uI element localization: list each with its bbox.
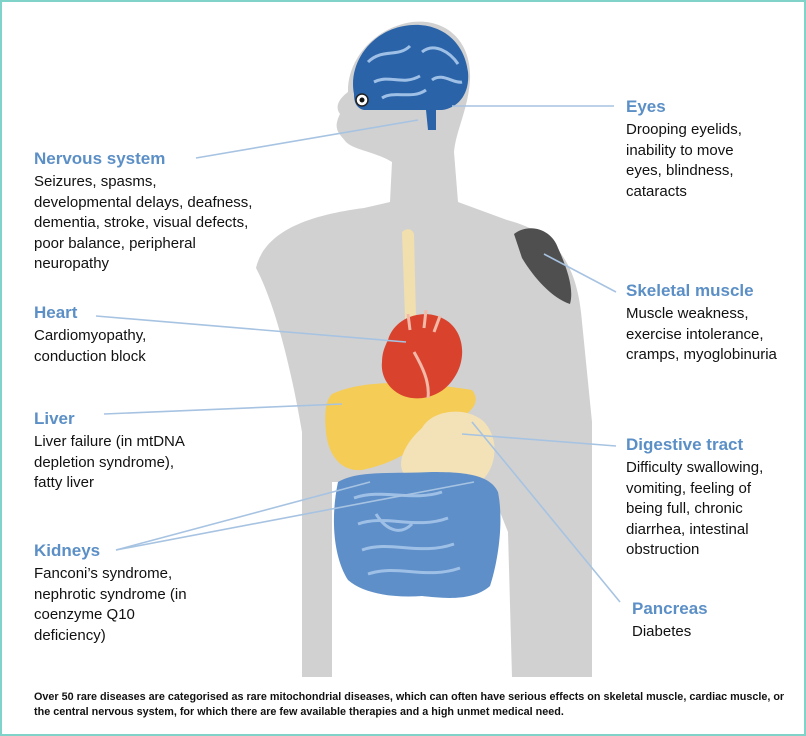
desc-pancreas: Diabetes [632,623,692,640]
desc-heart: Cardiomyopathy, conduction block [34,327,147,365]
title-pancreas: Pancreas [632,599,708,618]
label-pancreas: Pancreas Diabetes [632,598,708,643]
desc-nervous-system: Seizures, spasms, developmental delays, … [34,173,253,272]
title-eyes: Eyes [626,97,666,116]
desc-skeletal-muscle: Muscle weakness, exercise intolerance, c… [626,305,777,363]
label-liver: Liver Liver failure (in mtDNA depletion … [34,408,185,494]
title-skeletal-muscle: Skeletal muscle [626,281,754,300]
intestines [333,472,501,598]
title-nervous-system: Nervous system [34,149,166,168]
label-heart: Heart Cardiomyopathy, conduction block [34,302,146,367]
figure-caption: Over 50 rare diseases are categorised as… [34,691,785,718]
title-liver: Liver [34,409,75,428]
title-kidneys: Kidneys [34,541,101,560]
label-nervous-system: Nervous system Seizures, spasms, develop… [34,148,252,275]
desc-eyes: Drooping eyelids, inability to move eyes… [626,121,742,200]
label-digestive-tract: Digestive tract Difficulty swallowing, v… [626,434,763,561]
heart [381,309,463,399]
label-kidneys: Kidneys Fanconi’s syndrome, nephrotic sy… [34,540,187,646]
desc-liver: Liver failure (in mtDNA depletion syndro… [34,433,185,491]
desc-digestive-tract: Difficulty swallowing, vomiting, feeling… [626,459,764,558]
desc-kidneys: Fanconi’s syndrome, nephrotic syndrome (… [34,565,187,644]
brain [353,24,469,130]
title-heart: Heart [34,303,78,322]
label-skeletal-muscle: Skeletal muscle Muscle weakness, exercis… [626,280,777,366]
stomach [401,411,495,487]
liver [325,383,476,471]
title-digestive-tract: Digestive tract [626,435,744,454]
label-eyes: Eyes Drooping eyelids, inability to move… [626,96,742,202]
skeletal-muscle [514,228,572,304]
leader-lines [95,105,621,603]
